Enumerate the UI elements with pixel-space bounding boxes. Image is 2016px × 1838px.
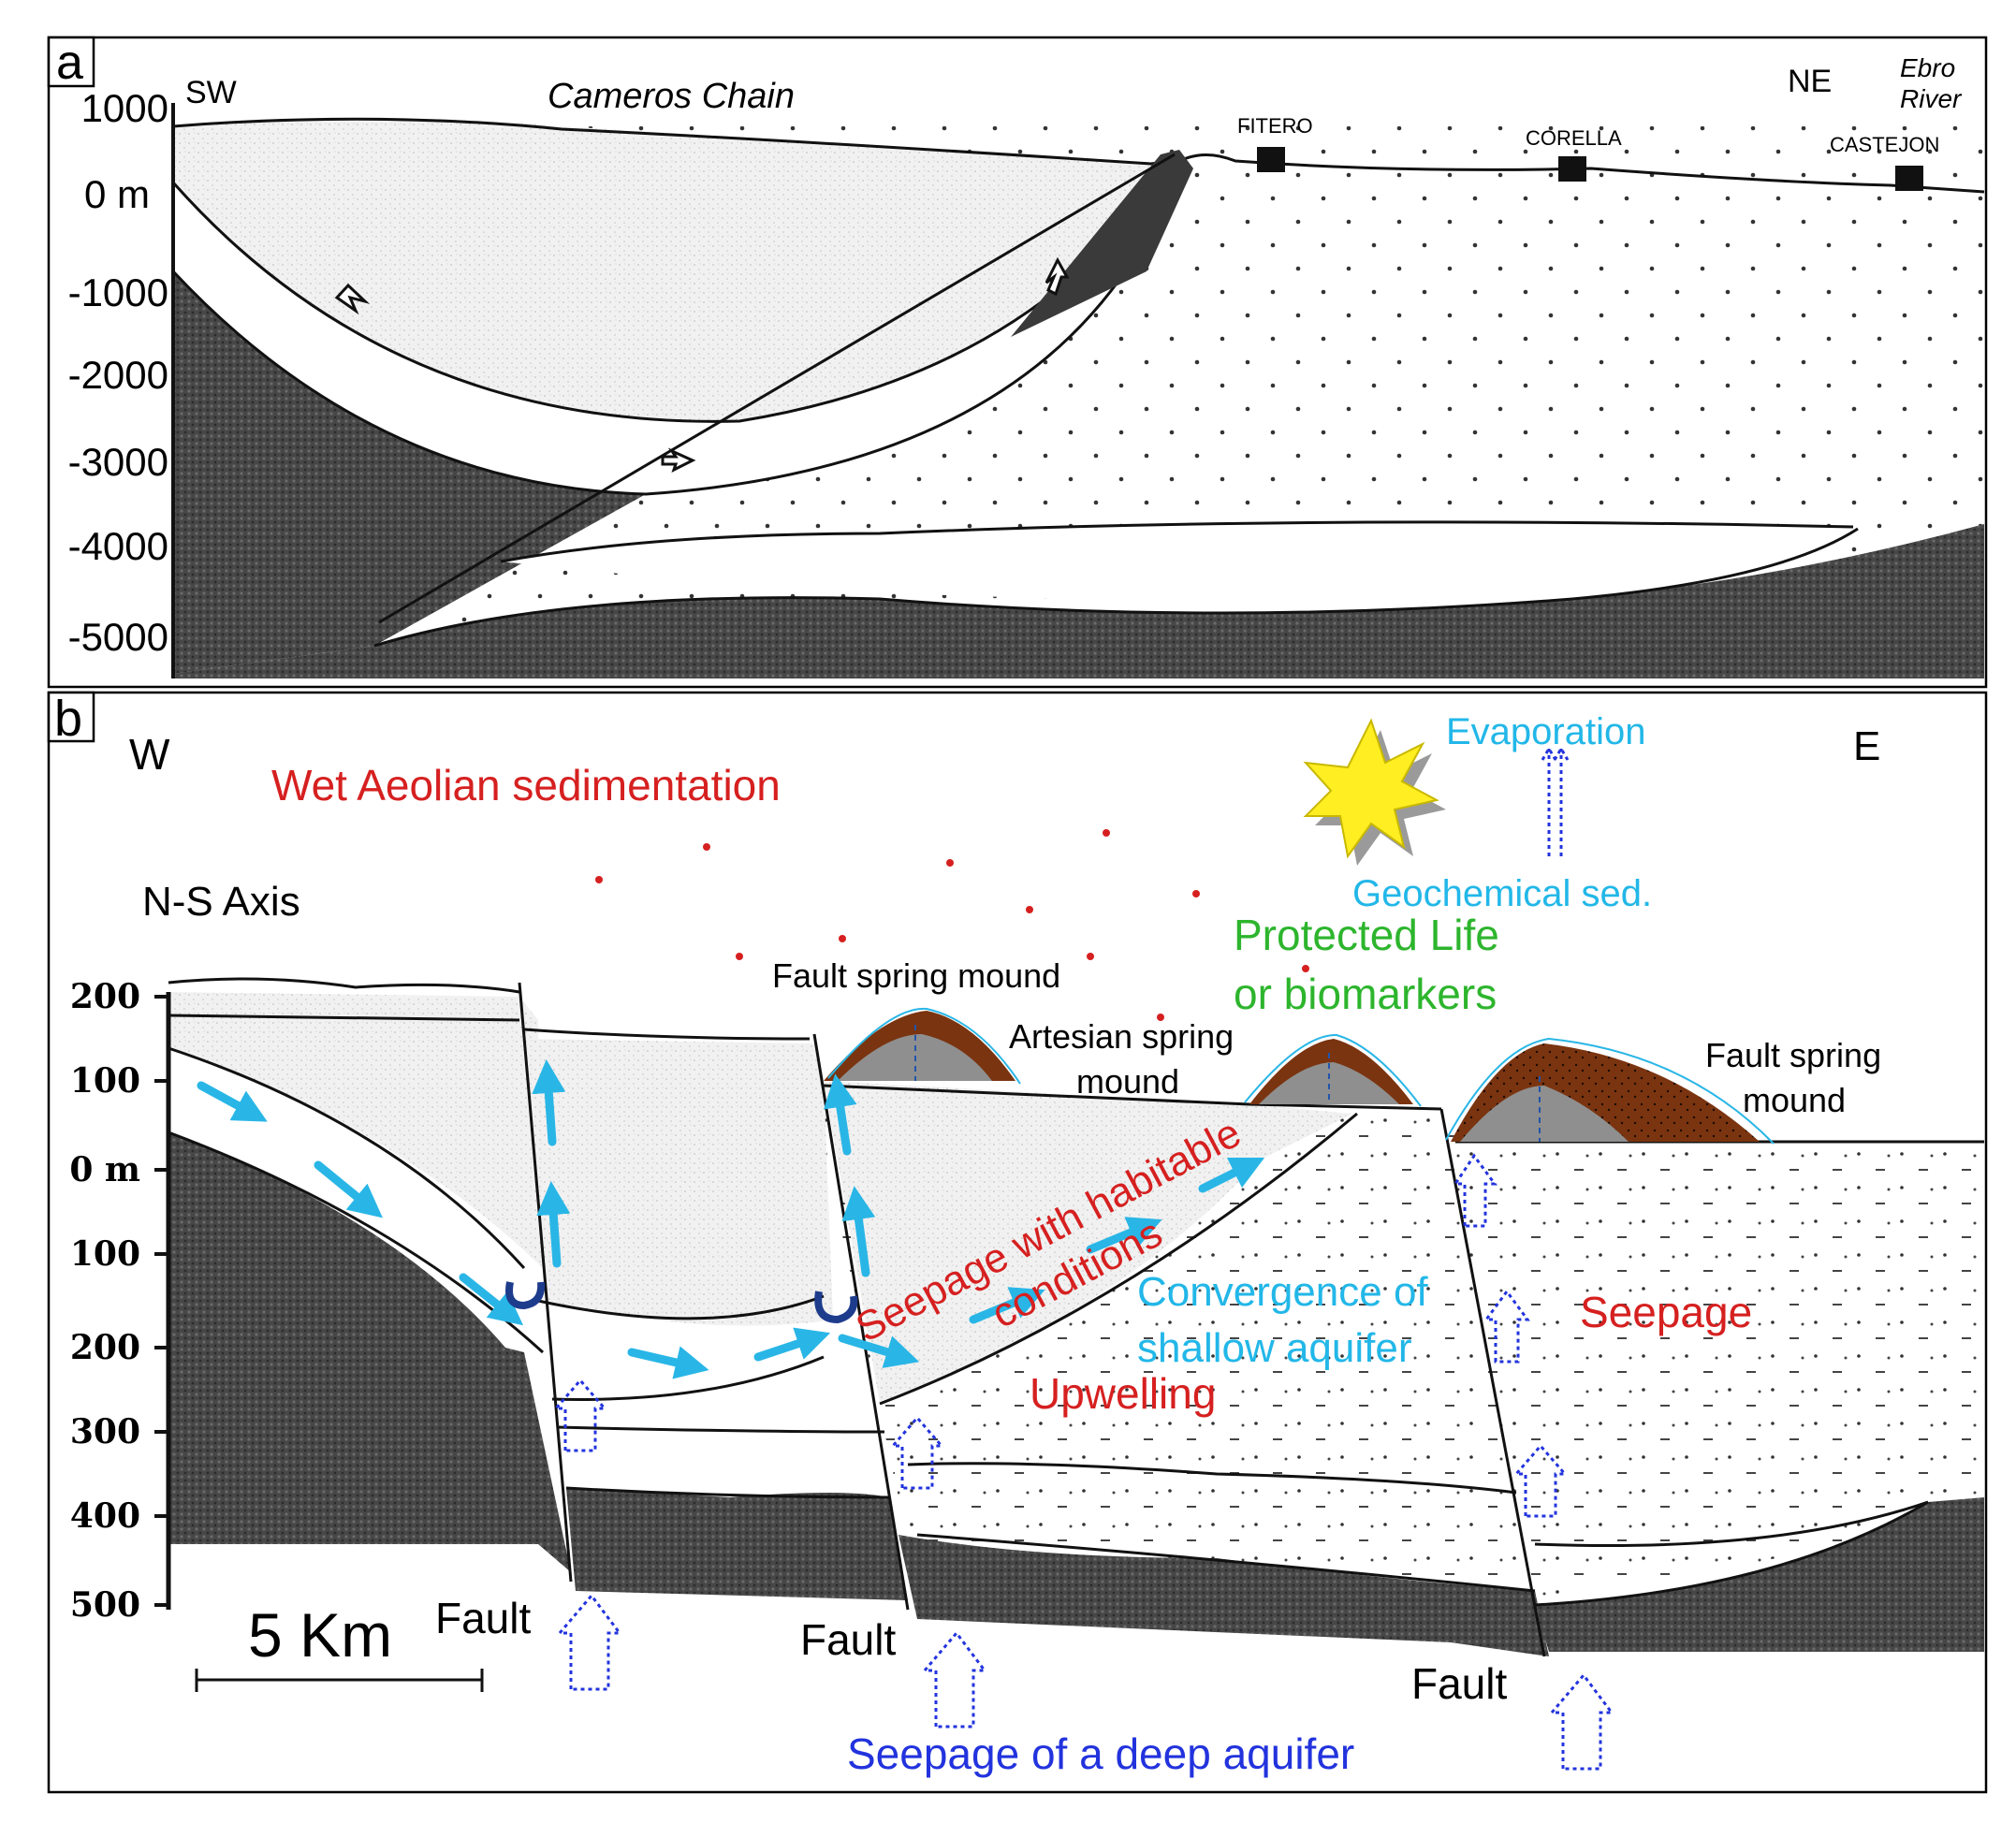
fault-spring-2-label-line1: Fault spring <box>1705 1036 1881 1074</box>
town-label-fitero: FITERO <box>1237 114 1313 138</box>
convergence-line1: Convergence of <box>1137 1269 1428 1315</box>
flow-arrow-11 <box>548 1076 552 1142</box>
seepage-deep-label: Seepage of a deep aquifer <box>847 1729 1354 1778</box>
fault-label-3: Fault <box>1411 1659 1507 1708</box>
region-cameros-chain: Cameros Chain <box>548 77 795 116</box>
geochemical-label: Geochemical sed. <box>1352 873 1652 914</box>
town-label-castejon: CASTEJON <box>1830 133 1939 156</box>
panel-b-block2-upper <box>524 1039 833 1326</box>
protected-life-line1: Protected Life <box>1234 911 1499 959</box>
artesian-label-line1: Artesian spring <box>1009 1017 1234 1056</box>
panel-a-tick-m2000: -2000 <box>68 353 168 397</box>
ebro-river-line1: Ebro <box>1900 53 1955 82</box>
panel-a-tick-m5000: -5000 <box>68 615 168 659</box>
panel-b: 200 100 0 m 100 200 300 400 500 <box>49 691 1986 1792</box>
panel-b-label: b <box>54 691 82 747</box>
wet-aeolian-label: Wet Aeolian sedimentation <box>271 761 781 810</box>
panel-a-tick-m3000: -3000 <box>68 440 168 484</box>
panel-b-tick-400: 400 <box>70 1496 140 1536</box>
panel-b-tick-300: 300 <box>70 1412 140 1451</box>
ns-axis-label: N-S Axis <box>142 879 300 925</box>
fault-spring-2-label-line2: mound <box>1743 1081 1846 1119</box>
panel-a-tick-1000: 1000 <box>81 86 168 130</box>
panel-b-tick-500: 500 <box>70 1585 140 1625</box>
convergence-line2: shallow aquifer <box>1137 1325 1412 1371</box>
panel-a: a SW NE Cameros Chain Ebro River FITERO … <box>49 36 1986 687</box>
direction-w: W <box>129 730 170 779</box>
ebro-river-line2: River <box>1900 84 1963 113</box>
seepage-label: Seepage <box>1580 1288 1752 1336</box>
upwelling-label: Upwelling <box>1030 1369 1216 1418</box>
town-label-corella: CORELLA <box>1526 126 1622 150</box>
panel-b-tick-200b: 200 <box>70 1328 140 1367</box>
protected-life-line2: or biomarkers <box>1234 970 1497 1018</box>
panel-b-tick-100b: 100 <box>70 1234 140 1274</box>
panel-b-tick-100a: 100 <box>70 1061 140 1101</box>
evaporation-label: Evaporation <box>1446 711 1645 752</box>
panel-a-tick-m1000: -1000 <box>68 270 168 314</box>
direction-sw: SW <box>185 75 237 110</box>
fault-label-1: Fault <box>435 1594 531 1642</box>
panel-b-tick-0: 0 m <box>69 1150 140 1189</box>
town-marker-fitero <box>1257 147 1285 172</box>
artesian-label-line2: mound <box>1076 1062 1179 1101</box>
scale-bar-label: 5 Km <box>248 1600 392 1670</box>
town-marker-castejon <box>1895 166 1923 191</box>
direction-ne: NE <box>1788 64 1832 99</box>
fault-spring-mound-1-label: Fault spring mound <box>772 956 1060 995</box>
town-marker-corella <box>1558 156 1586 182</box>
panel-b-tick-200a: 200 <box>70 977 140 1016</box>
panel-b-basement-block2 <box>566 1488 908 1600</box>
panel-a-tick-m4000: -4000 <box>68 524 168 568</box>
fault-label-2: Fault <box>800 1615 896 1664</box>
flow-arrow-10 <box>552 1198 557 1263</box>
panel-a-label: a <box>56 36 83 90</box>
direction-e: E <box>1853 723 1880 769</box>
panel-a-tick-0: 0 m <box>84 172 150 216</box>
